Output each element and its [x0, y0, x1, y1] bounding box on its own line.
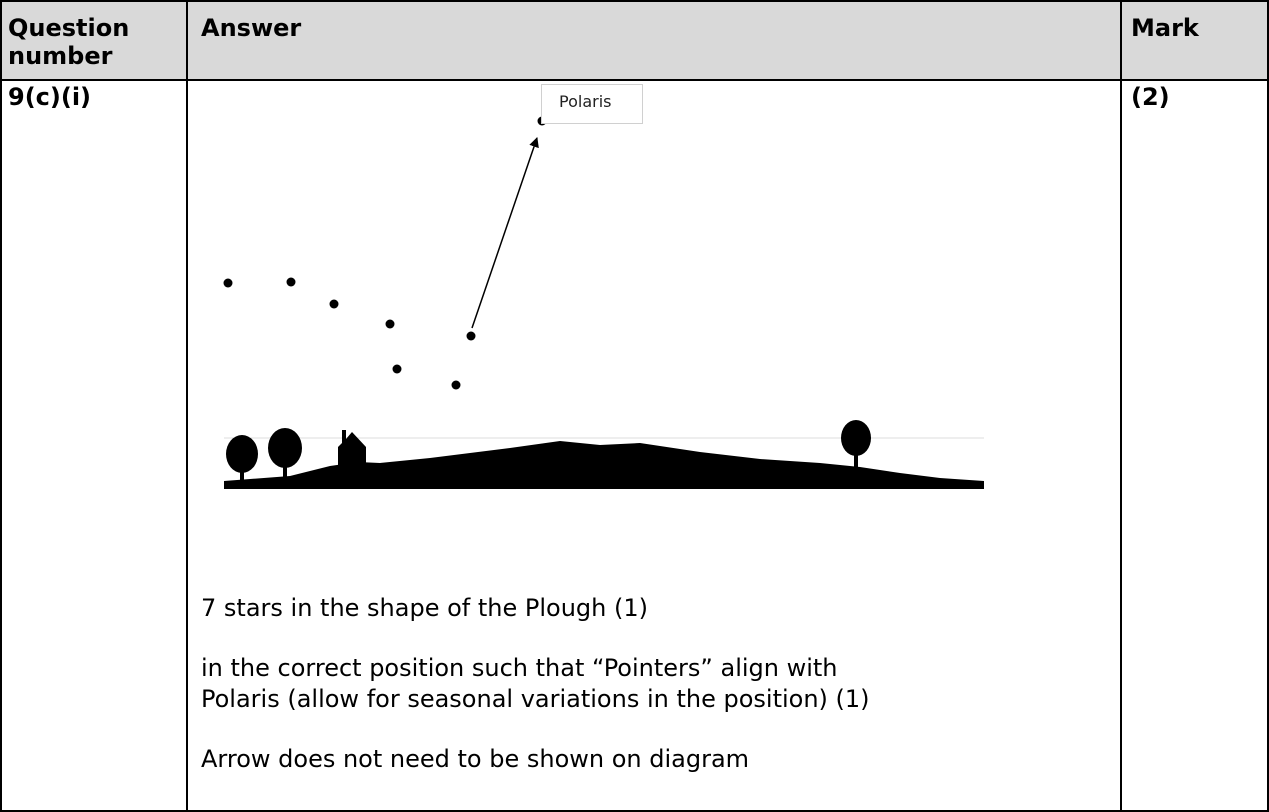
tree-icon — [226, 435, 258, 481]
header-question-label: Question number — [8, 14, 130, 70]
table-border — [186, 0, 188, 812]
house-icon — [338, 430, 366, 470]
tree-icon — [268, 428, 302, 479]
table-border — [1120, 0, 1122, 812]
answer-line: 7 stars in the shape of the Plough (1) — [201, 594, 648, 622]
star — [392, 364, 402, 374]
header-answer-cell — [188, 0, 1120, 79]
answer-line: in the correct position such that “Point… — [201, 654, 838, 682]
landscape-silhouette — [224, 441, 984, 489]
answer-line: Polaris (allow for seasonal variations i… — [201, 685, 870, 713]
star — [385, 319, 395, 329]
answer-line: Arrow does not need to be shown on diagr… — [201, 745, 750, 773]
pointer-arrow — [471, 137, 539, 329]
header-mark-label: Mark — [1131, 14, 1199, 42]
star — [286, 277, 296, 287]
table-border — [0, 0, 1269, 2]
table-border — [1267, 0, 1269, 812]
table-border — [0, 79, 1269, 81]
star — [223, 278, 233, 288]
header-mark-cell — [1122, 0, 1267, 79]
star — [466, 331, 476, 341]
header-answer-label: Answer — [201, 14, 302, 42]
tree-icon — [841, 420, 871, 468]
table-border — [0, 810, 1269, 812]
star — [451, 380, 461, 390]
polaris-label: Polaris — [541, 84, 643, 124]
table-border — [0, 0, 2, 812]
mark-value: (2) — [1131, 83, 1170, 111]
question-number: 9(c)(i) — [8, 83, 92, 111]
star — [329, 299, 339, 309]
header-question-cell — [2, 0, 186, 79]
